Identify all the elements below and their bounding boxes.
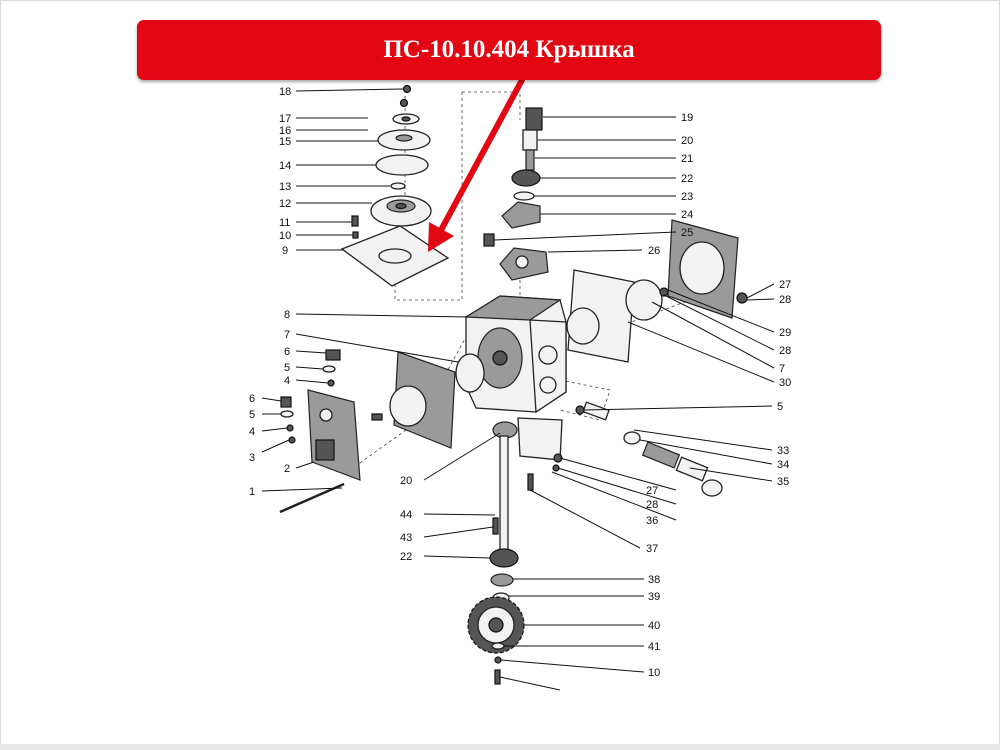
callout-7: 7 [284, 329, 290, 341]
callout-18: 18 [279, 86, 291, 98]
callout-5: 5 [249, 409, 255, 421]
callout-14: 14 [279, 160, 291, 172]
callout-4: 4 [284, 375, 290, 387]
cover-disc-left [455, 353, 485, 393]
callout-27: 27 [646, 485, 658, 497]
callout-43: 43 [400, 532, 412, 544]
bottom-scroll-strip [0, 744, 1000, 750]
callout-28: 28 [779, 294, 791, 306]
callout-22: 22 [681, 173, 693, 185]
callout-10: 10 [279, 230, 291, 242]
page-title: ПС-10.10.404 Крышка [383, 36, 635, 63]
left-fasteners [280, 349, 341, 444]
left-cover-plate [307, 351, 456, 481]
callout-1: 1 [249, 486, 255, 498]
callout-8: 8 [284, 309, 290, 321]
callout-5: 5 [284, 362, 290, 374]
callout-2: 2 [284, 463, 290, 475]
callout-33: 33 [777, 445, 789, 457]
callout-44: 44 [400, 509, 412, 521]
callout-28: 28 [646, 499, 658, 511]
callout-10: 10 [648, 667, 660, 679]
pipe-assembly [575, 401, 723, 497]
callout-7: 7 [779, 363, 785, 375]
callout-40: 40 [648, 620, 660, 632]
callout-3: 3 [249, 452, 255, 464]
bracket [517, 417, 563, 491]
callout-26: 26 [648, 245, 660, 257]
red-pointer-arrow [428, 77, 525, 252]
callout-5: 5 [777, 401, 783, 413]
callout-36: 36 [646, 515, 658, 527]
callout-29: 29 [779, 327, 791, 339]
title-banner: ПС-10.10.404 Крышка [137, 20, 881, 80]
callout-17: 17 [279, 113, 291, 125]
callout-35: 35 [777, 476, 789, 488]
callout-leaders [261, 88, 775, 691]
callout-41: 41 [648, 641, 660, 653]
callout-12: 12 [279, 198, 291, 210]
callout-24: 24 [681, 209, 693, 221]
callout-4: 4 [249, 426, 255, 438]
drive-shaft-assembly [467, 421, 525, 685]
callout-11: 11 [279, 217, 290, 229]
right-cover-plate [566, 219, 748, 363]
callout-20: 20 [681, 135, 693, 147]
callout-20: 20 [400, 475, 412, 487]
callout-15: 15 [279, 136, 291, 148]
callout-23: 23 [681, 191, 693, 203]
callout-9: 9 [282, 245, 288, 257]
callout-30: 30 [779, 377, 791, 389]
callout-labels: 18 17 16 15 14 13 12 11 10 9 8 7 6 5 4 6… [249, 86, 791, 679]
callout-21: 21 [681, 153, 693, 165]
callout-34: 34 [777, 459, 789, 471]
callout-6: 6 [249, 393, 255, 405]
cover-stack [340, 84, 450, 287]
callout-28: 28 [779, 345, 791, 357]
main-housing [464, 295, 567, 414]
callout-13: 13 [279, 181, 291, 193]
callout-19: 19 [681, 112, 693, 124]
callout-6: 6 [284, 346, 290, 358]
callout-39: 39 [648, 591, 660, 603]
callout-27: 27 [779, 279, 791, 291]
callout-25: 25 [681, 227, 693, 239]
callout-37: 37 [646, 543, 658, 555]
callout-16: 16 [279, 125, 291, 137]
callout-22: 22 [400, 551, 412, 563]
callout-38: 38 [648, 574, 660, 586]
upper-valve-stack [483, 107, 549, 281]
